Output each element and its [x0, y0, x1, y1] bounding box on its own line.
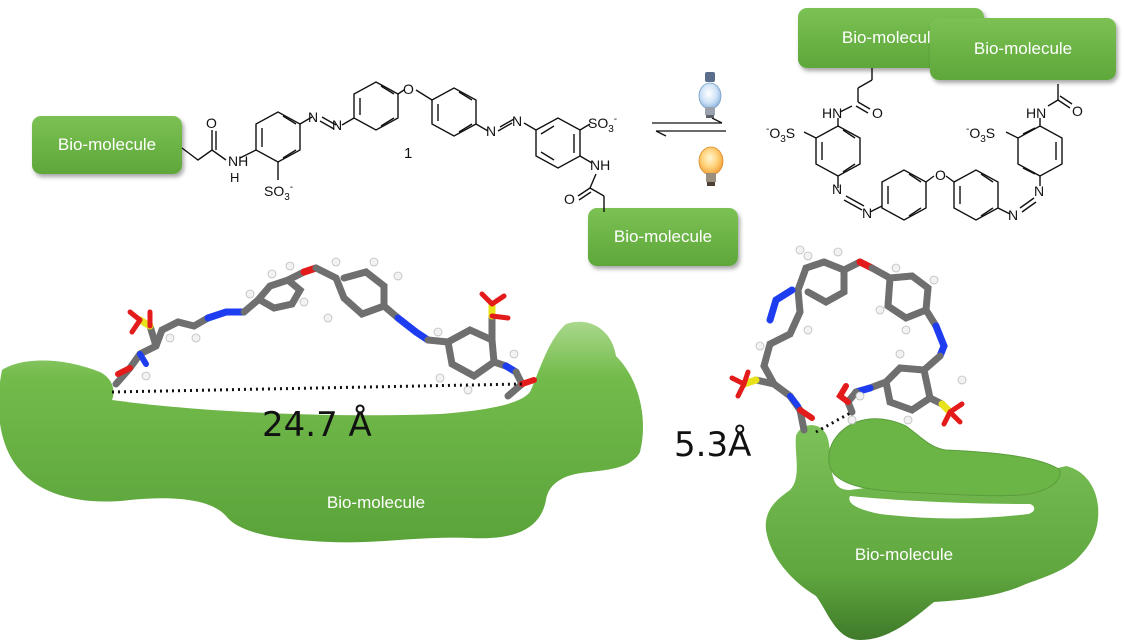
atom-n-cis-azo1b: N: [862, 205, 872, 221]
so3-right: SO3-: [588, 114, 617, 135]
atom-o-cis-left: O: [872, 105, 883, 121]
atom-h-left: H: [230, 170, 239, 185]
structure-trans: [181, 81, 605, 212]
anion-so3-cis-left: -O3S: [766, 124, 795, 145]
atom-n-cis-azo2a: N: [1008, 207, 1018, 223]
biomolecule-lobe-right: [828, 418, 1061, 497]
ring-f: [881, 169, 927, 221]
hydrogens-folded: [755, 245, 967, 425]
light-bulb-warm-icon: [698, 146, 724, 186]
atom-n-azo1a: N: [308, 109, 318, 125]
chain-left: [181, 147, 227, 161]
distance-label-extended: 24.7 Å: [262, 404, 372, 445]
biomolecule-box-bottom: Bio-molecule: [588, 208, 738, 266]
structure-trans-labels: O NH H SO3- N N O 1 N N SO3- NH O: [206, 81, 617, 207]
structure-cis-labels: O HN -O3S N N O N N HN O -O3S: [766, 103, 1083, 223]
atom-nh-right: NH: [590, 157, 610, 173]
atom-n-azo1b: N: [332, 117, 342, 133]
light-bulb-blue-icon: [698, 72, 722, 118]
biomolecule-box-left: Bio-molecule: [32, 116, 182, 174]
distance-label-folded: 5.3Å: [674, 424, 751, 465]
atom-o-carbonyl-left: O: [206, 115, 217, 131]
atom-n-cis-azo2b: N: [1034, 183, 1044, 199]
atom-o-cis-ether: O: [935, 167, 946, 183]
stick-model-folded: [729, 258, 965, 434]
biomolecule-box-top-right-front: Bio-molecule: [930, 18, 1116, 80]
structure-cis: [803, 68, 1073, 221]
atom-o-cis-right: O: [1072, 103, 1083, 119]
biomolecule-blob-left: [0, 321, 643, 543]
so3-left: SO3-: [264, 182, 293, 203]
atom-hn-cis-right: HN: [1026, 105, 1046, 121]
biomolecule-cleft-right: [849, 496, 1035, 519]
atom-o-carbonyl-right: O: [564, 191, 575, 207]
biomolecule-label-left: Bio-molecule: [327, 493, 425, 512]
anion-so3-cis-right: -O3S: [966, 124, 995, 145]
equilibrium-arrows-icon: [652, 117, 726, 137]
atom-n-azo2a: N: [486, 123, 496, 139]
atom-n-cis-azo1a: N: [832, 181, 842, 197]
distance-line-folded: [815, 410, 853, 434]
stick-model-extended: [112, 264, 537, 400]
biomolecule-label-right: Bio-molecule: [855, 545, 953, 564]
atom-nh-left: NH: [228, 153, 248, 169]
atom-o-ether: O: [403, 81, 414, 97]
hydrogens-extended: [141, 257, 519, 395]
distance-line-extended: [111, 382, 523, 394]
atom-n-azo2b: N: [512, 113, 522, 129]
atom-hn-cis-left: HN: [822, 105, 842, 121]
compound-number: 1: [404, 145, 412, 162]
